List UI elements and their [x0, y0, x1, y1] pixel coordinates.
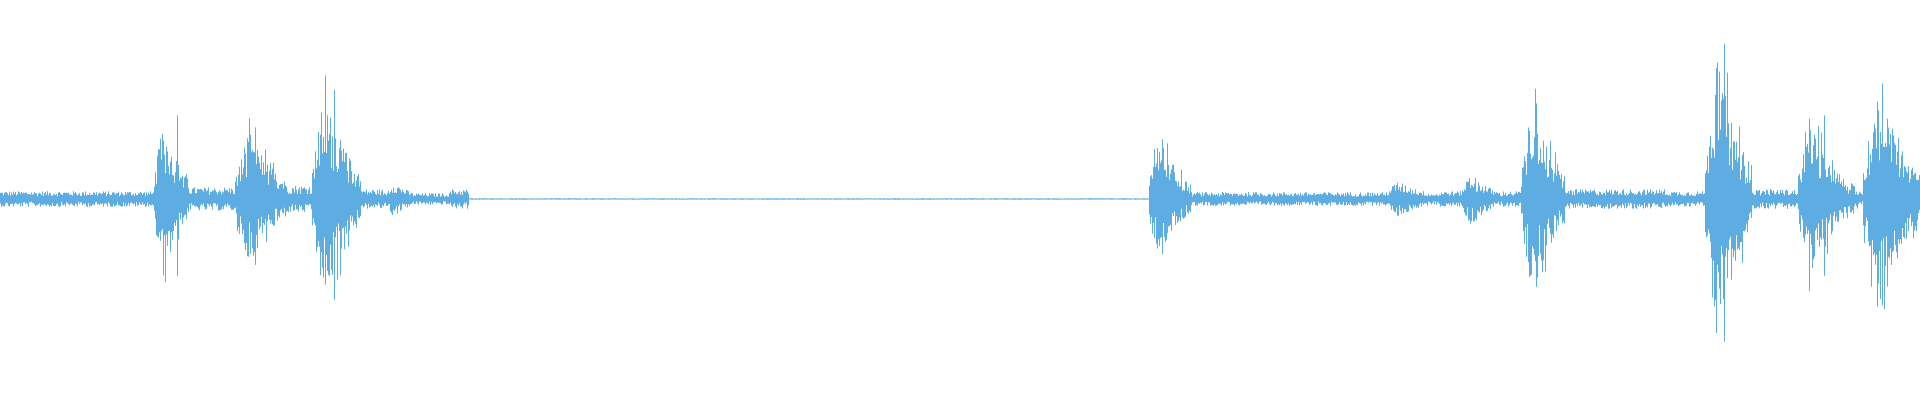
waveform-path	[0, 43, 1920, 342]
waveform-bars	[0, 43, 1920, 342]
